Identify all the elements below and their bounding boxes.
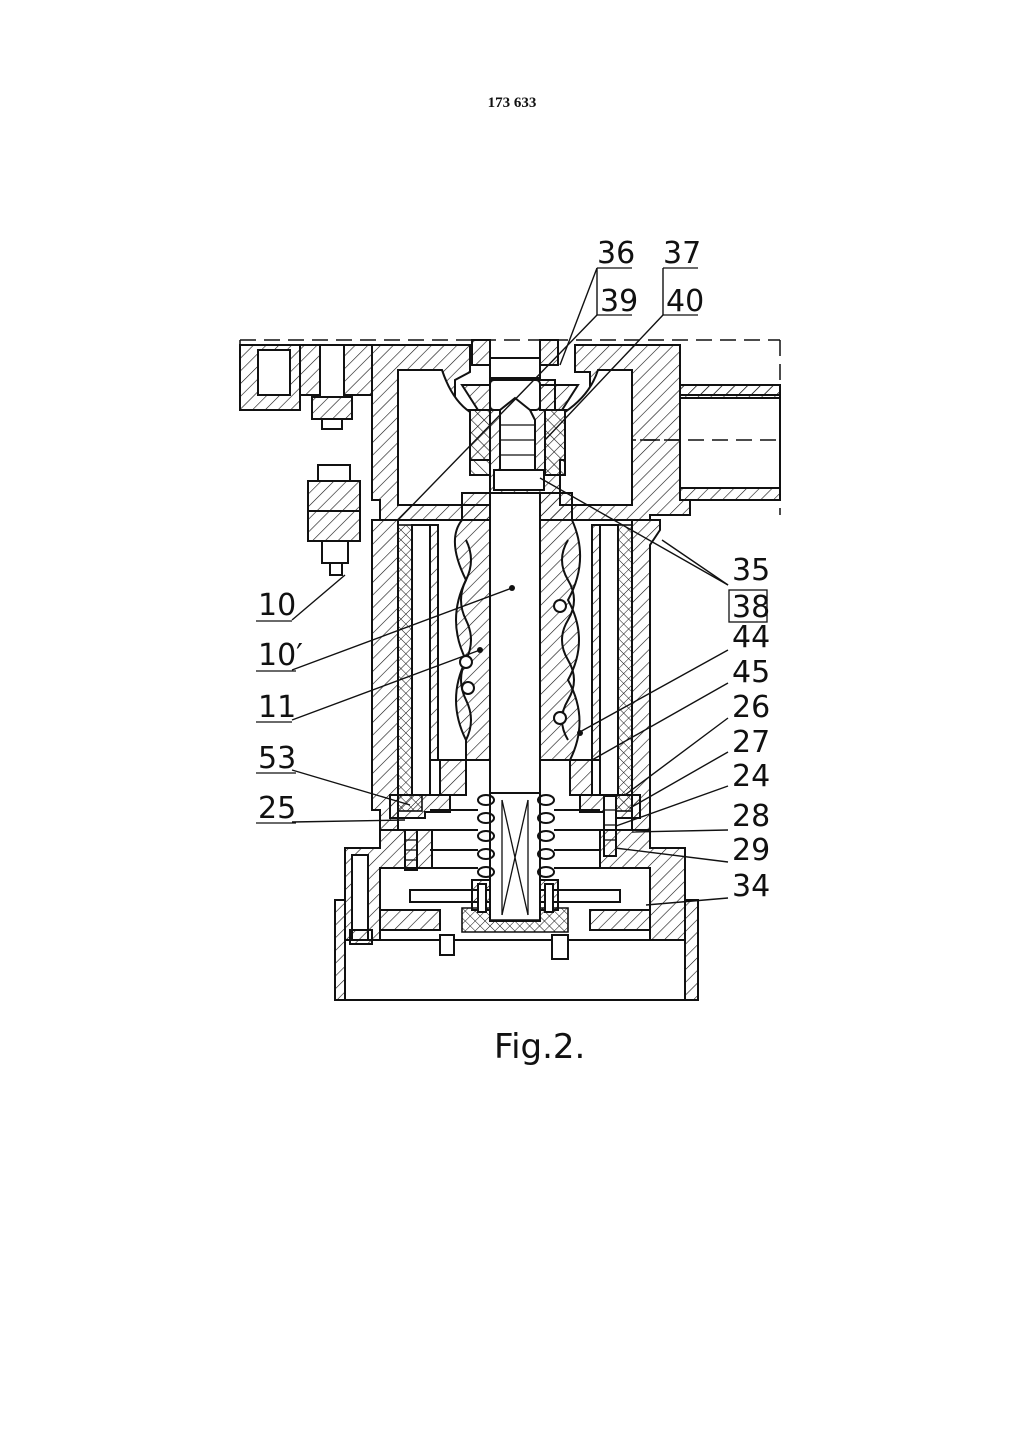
label-53: 53 [258,741,296,776]
label-24: 24 [732,759,770,794]
label-35: 35 [732,553,770,588]
upper-bolt [311,344,353,430]
side-bolt [307,464,361,576]
spring-assembly [430,792,600,922]
label-34: 34 [732,869,770,904]
label-27: 27 [732,725,770,760]
page-number: 173 633 [487,95,537,111]
label-10-prime: 10′ [258,638,303,673]
label-11: 11 [258,690,296,725]
label-39: 39 [600,284,638,319]
spring-coils [477,794,555,878]
label-29: 29 [732,833,770,868]
upper-housing [371,344,781,521]
valve-insert [460,339,580,491]
reference-labels: 36 37 39 40 35 38 44 45 26 27 24 28 29 3… [256,236,770,904]
label-45: 45 [732,655,770,690]
label-37: 37 [663,236,701,271]
label-25: 25 [258,791,296,826]
label-44: 44 [732,620,770,655]
figure-caption: Fig.2. [494,1027,585,1067]
label-26: 26 [732,690,770,725]
screw-rotor [439,492,593,796]
label-40: 40 [666,284,704,319]
label-38: 38 [732,590,770,625]
label-10: 10 [258,588,296,623]
base-housing [334,829,699,1001]
label-36: 36 [597,236,635,271]
leader-lines [291,267,729,906]
label-28: 28 [732,799,770,834]
